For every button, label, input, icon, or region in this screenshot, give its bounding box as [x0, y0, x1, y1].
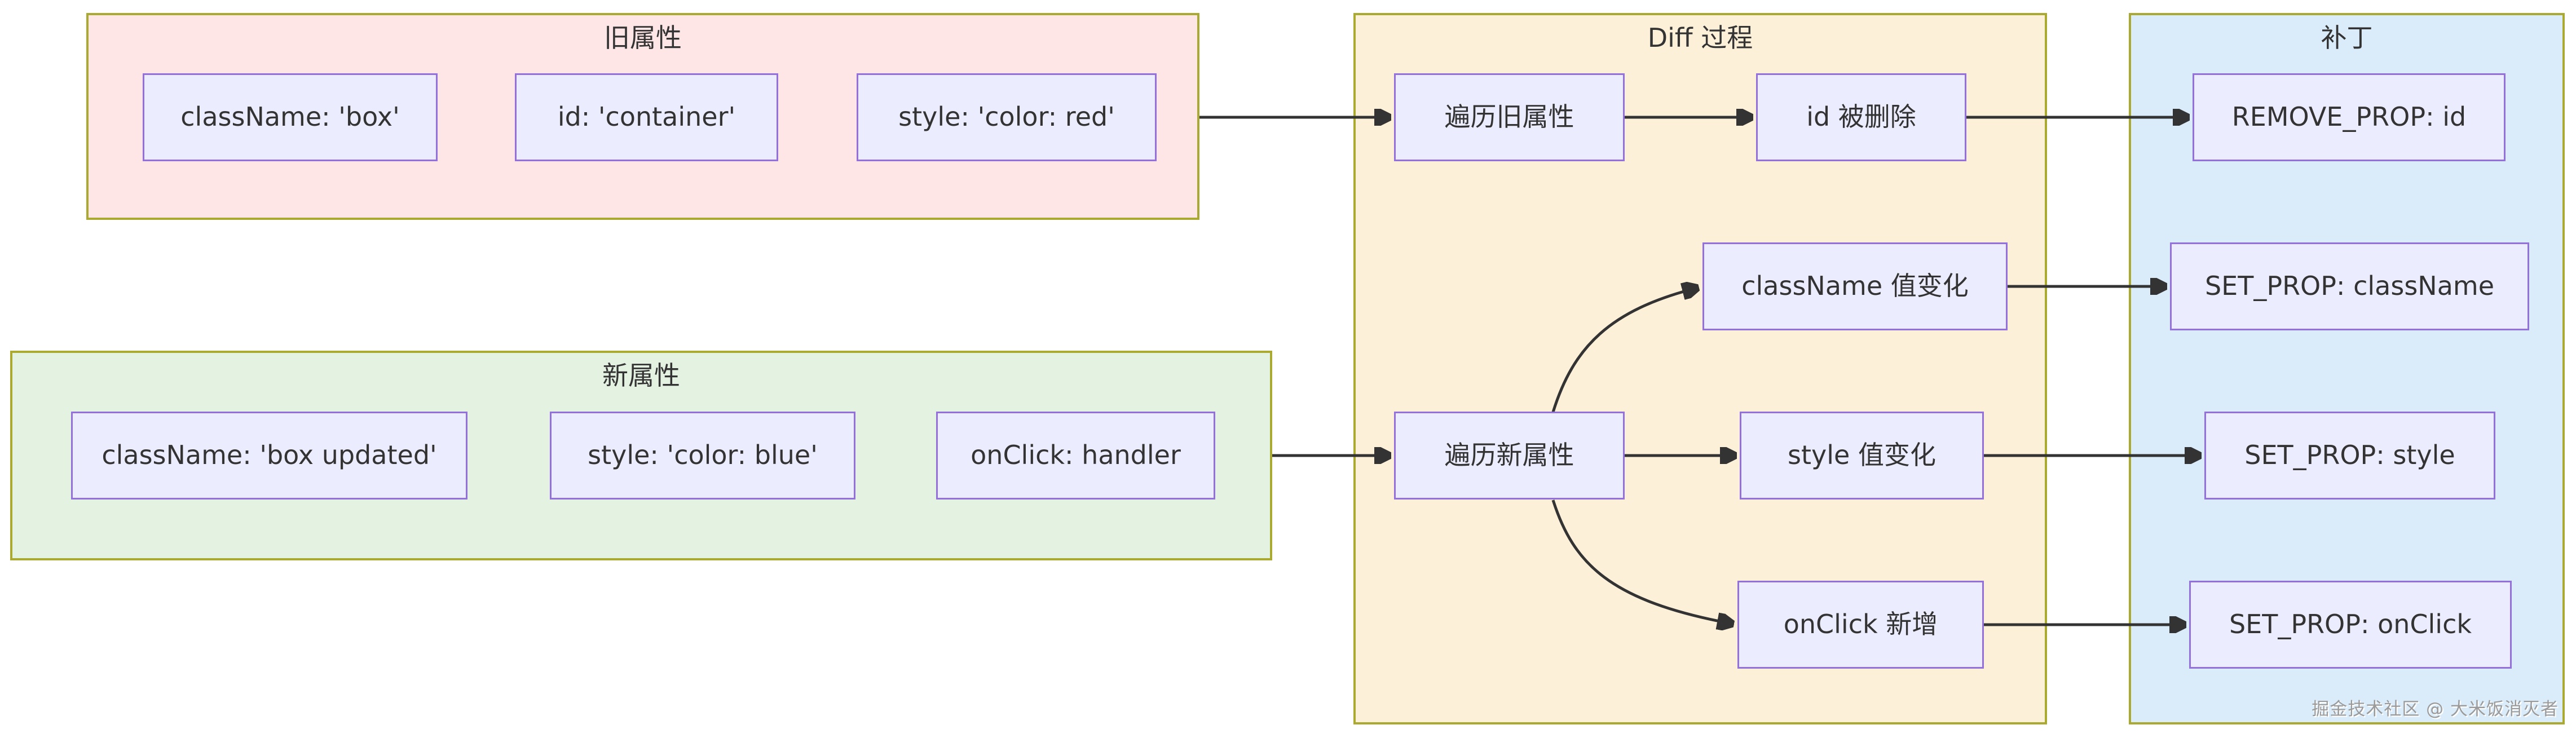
node-style-color-red: style: 'color: red': [857, 73, 1157, 161]
node-style-value-changed: style 值变化: [1740, 412, 1984, 500]
cluster-diff-process-title: Diff 过程: [1647, 23, 1753, 53]
node-set-prop-onclick: SET_PROP: onClick: [2189, 581, 2512, 669]
node-classname-value-changed: className 值变化: [1702, 242, 2008, 330]
node-id-removed: id 被删除: [1756, 73, 1966, 161]
node-traverse-old-props: 遍历旧属性: [1394, 73, 1625, 161]
node-remove-prop-id: REMOVE_PROP: id: [2193, 73, 2506, 161]
node-onclick-handler: onClick: handler: [936, 412, 1215, 500]
cluster-old-props-title: 旧属性: [604, 23, 682, 53]
watermark: 掘金技术社区 @ 大米饭消灭者: [2312, 699, 2559, 719]
node-id-container: id: 'container': [515, 73, 778, 161]
node-onclick-added: onClick 新增: [1737, 581, 1984, 669]
cluster-new-props-title: 新属性: [602, 360, 680, 391]
cluster-patches-title: 补丁: [2321, 23, 2373, 53]
node-traverse-new-props: 遍历新属性: [1394, 412, 1625, 500]
node-classname-box: className: 'box': [143, 73, 438, 161]
node-set-prop-classname: SET_PROP: className: [2170, 242, 2529, 330]
node-classname-box-updated: className: 'box updated': [71, 412, 467, 500]
node-set-prop-style: SET_PROP: style: [2204, 412, 2495, 500]
node-style-color-blue: style: 'color: blue': [550, 412, 855, 500]
